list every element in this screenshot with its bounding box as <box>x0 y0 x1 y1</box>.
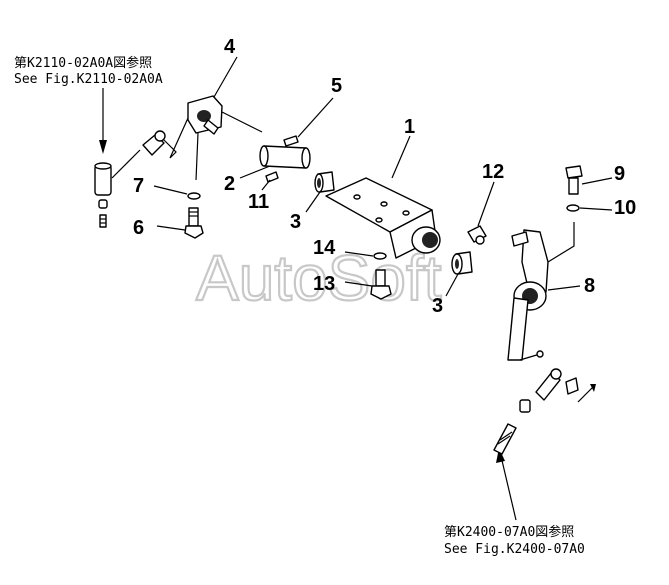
reference-bottom-right-line2: See Fig.K2400-07A0 <box>444 542 585 557</box>
reference-top-left-line1: 第K2110-02A0A図参照 <box>14 55 152 71</box>
callout-13: 13 <box>313 273 335 295</box>
part-10-washer <box>566 204 580 212</box>
callout-4: 4 <box>224 36 236 58</box>
part-4-clamp-lever <box>187 95 263 181</box>
callout-2: 2 <box>224 173 235 195</box>
part-13-bolt <box>370 269 392 300</box>
callout-1: 1 <box>404 116 415 138</box>
part-9-bolt <box>565 165 583 195</box>
callout-3a: 3 <box>290 211 301 233</box>
rod-end-left <box>94 162 112 228</box>
callout-5: 5 <box>331 75 342 97</box>
callout-9: 9 <box>614 163 625 185</box>
callout-11: 11 <box>248 191 269 213</box>
reference-arrow-bottom-right <box>496 448 517 521</box>
part-2-shaft <box>259 145 311 169</box>
reference-bottom-right-line1: 第K2400-07A0図参照 <box>444 524 574 540</box>
ball-joint-left <box>111 117 201 179</box>
part-3-bushing-upper <box>314 171 335 193</box>
part-14-washer <box>373 252 387 260</box>
callout-7: 7 <box>133 175 144 197</box>
callout-10: 10 <box>614 197 636 219</box>
part-11-key <box>265 171 279 183</box>
reference-top-left-line2: See Fig.K2110-02A0A <box>14 72 163 87</box>
part-3-bushing-lower <box>451 251 473 275</box>
reference-arrow-top-left <box>99 88 107 154</box>
part-1-bracket <box>325 177 441 259</box>
callout-6: 6 <box>133 217 144 239</box>
callout-3b: 3 <box>432 295 443 317</box>
callout-14: 14 <box>313 237 336 259</box>
callout-8: 8 <box>584 275 595 297</box>
rod-end-lower-right <box>493 368 596 455</box>
part-7-washer <box>187 192 201 200</box>
part-12-grease-fitting <box>467 225 487 245</box>
part-6-bolt <box>184 207 204 239</box>
callout-12: 12 <box>482 161 504 183</box>
part-5-key <box>283 135 299 147</box>
part-8-lever <box>507 222 575 361</box>
